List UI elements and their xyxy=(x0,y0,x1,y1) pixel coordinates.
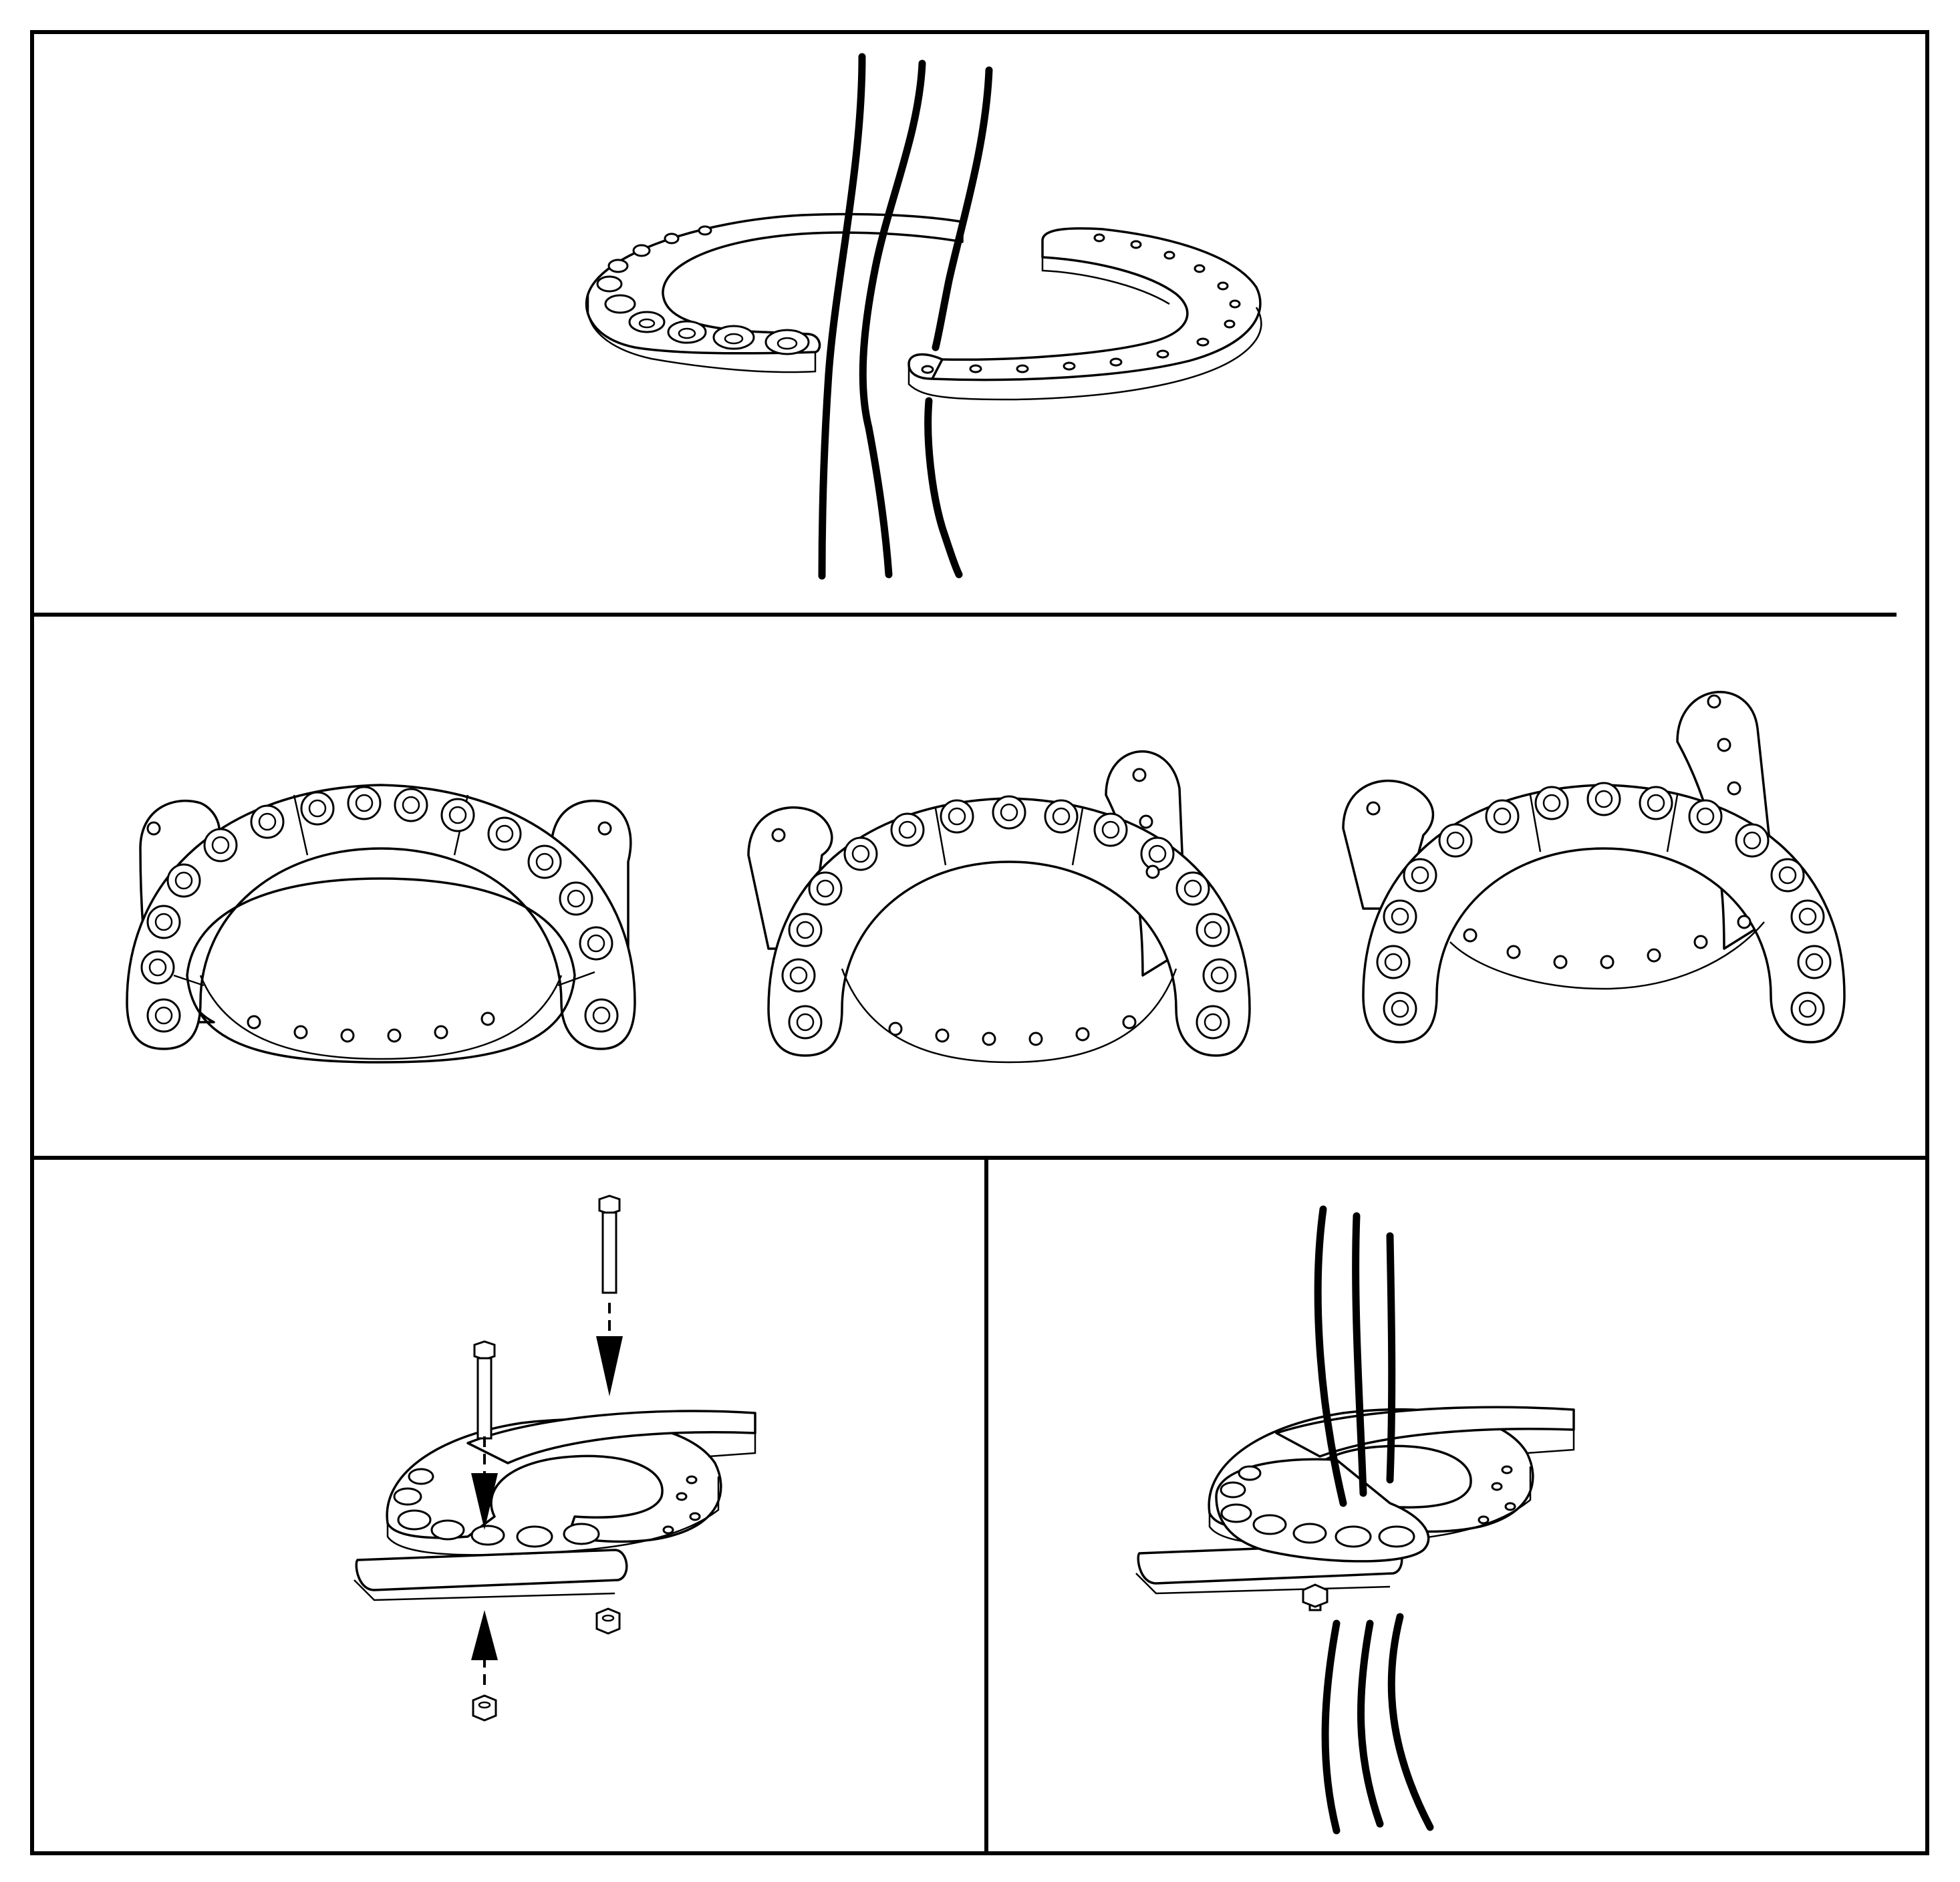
panel-step-4 xyxy=(1135,1205,1575,1835)
arrow-down-right xyxy=(596,1303,623,1396)
arrow-up-left xyxy=(471,1610,498,1690)
small-holes xyxy=(921,233,1241,374)
nut-right xyxy=(595,1607,621,1635)
bolt-left xyxy=(473,1340,496,1440)
cable-bundle xyxy=(818,53,993,580)
right-half-ring xyxy=(907,227,1262,401)
wing-holes xyxy=(1366,694,1752,969)
ring-holes xyxy=(781,795,1237,1040)
wing-holes xyxy=(771,768,1160,1046)
upper-ring-holes xyxy=(393,1468,701,1548)
left-half-ring xyxy=(585,212,964,373)
ring-holes xyxy=(140,786,619,1033)
ring-config-c xyxy=(1342,691,1846,1044)
wing-holes xyxy=(146,821,612,1043)
front-half-ring xyxy=(1215,1458,1430,1563)
ring-holes xyxy=(1376,782,1832,1026)
panel-step-3 xyxy=(354,1195,756,1722)
nut-left xyxy=(472,1694,497,1722)
panel-frame xyxy=(30,30,1929,1855)
cable-bundle xyxy=(1314,1205,1434,1835)
arrow-down-left xyxy=(471,1436,498,1530)
bolt-stub xyxy=(1302,1583,1328,1611)
panel-step-2 xyxy=(126,691,1846,1064)
ring-config-b xyxy=(747,750,1251,1064)
front-ring-holes xyxy=(1220,1465,1516,1548)
lower-plate xyxy=(355,1549,628,1591)
bolt-right xyxy=(598,1195,621,1294)
ring-config-a xyxy=(126,784,636,1064)
panel-step-1 xyxy=(585,53,1262,580)
